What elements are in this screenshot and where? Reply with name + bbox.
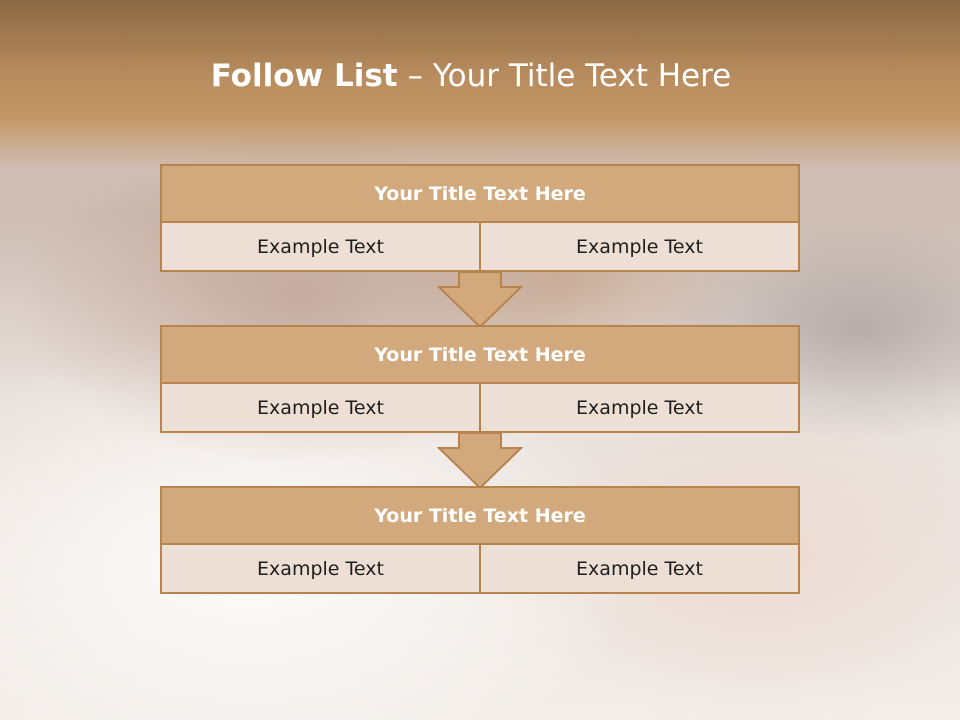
block-cell-left: Example Text	[257, 235, 384, 258]
slide-title: Follow List – Your Title Text Here	[0, 58, 942, 94]
down-arrow-icon	[437, 432, 523, 490]
slide-title-rest: – Your Title Text Here	[397, 58, 732, 94]
block-cell-left: Example Text	[257, 396, 384, 419]
block-title: Your Title Text Here	[162, 327, 798, 384]
block-cell-right: Example Text	[479, 223, 798, 270]
block-row: Example Text Example Text	[162, 545, 798, 592]
block-title: Your Title Text Here	[162, 488, 798, 545]
header-band	[0, 0, 960, 170]
list-block-3: Your Title Text Here Example Text Exampl…	[160, 486, 800, 594]
block-cell-right: Example Text	[479, 384, 798, 431]
slide-title-bold: Follow List	[210, 58, 398, 94]
block-cell-right: Example Text	[479, 545, 798, 592]
down-arrow-icon	[437, 271, 523, 329]
block-row: Example Text Example Text	[162, 223, 798, 270]
list-block-1: Your Title Text Here Example Text Exampl…	[160, 164, 800, 272]
block-title: Your Title Text Here	[162, 166, 798, 223]
block-cell-left: Example Text	[257, 557, 384, 580]
list-block-2: Your Title Text Here Example Text Exampl…	[160, 325, 800, 433]
block-row: Example Text Example Text	[162, 384, 798, 431]
